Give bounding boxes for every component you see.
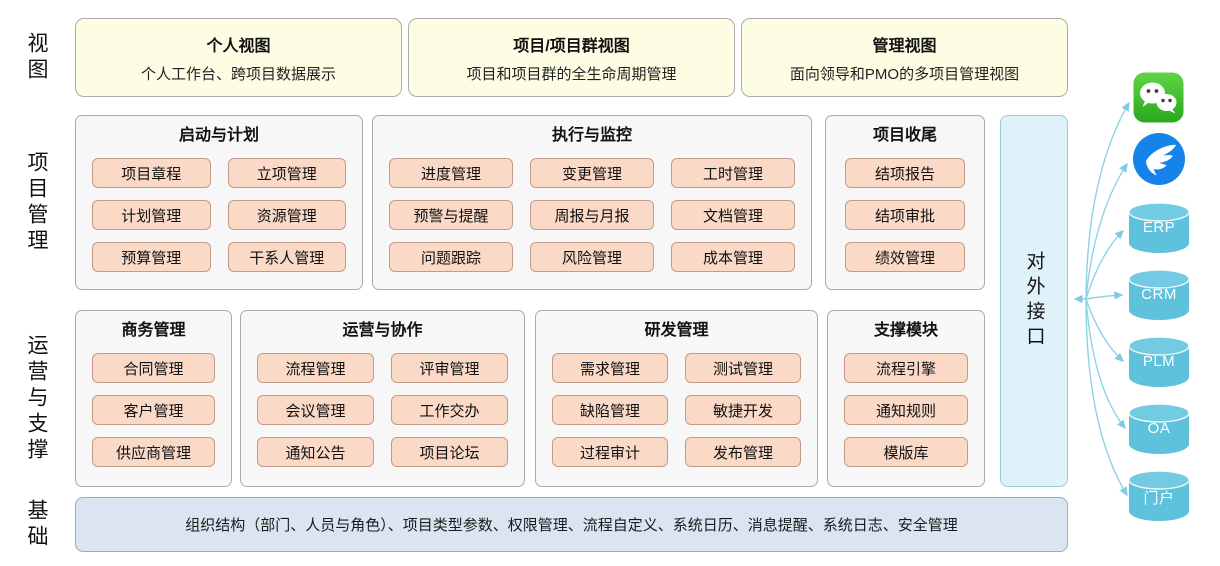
foundation-bar: 组织结构（部门、人员与角色）、项目类型参数、权限管理、流程自定义、系统日历、消息… xyxy=(75,497,1068,552)
module-card: 模版库 xyxy=(844,437,968,467)
module-card: 干系人管理 xyxy=(227,242,346,272)
module-card: 评审管理 xyxy=(391,353,508,383)
section-title: 执行与监控 xyxy=(551,127,632,144)
module-card: 通知公告 xyxy=(257,437,374,467)
module-card: 进度管理 xyxy=(389,158,513,188)
module-card: 发布管理 xyxy=(685,437,801,467)
module-card: 流程引擎 xyxy=(844,353,968,383)
module-card: 缺陷管理 xyxy=(552,395,668,425)
module-card: 变更管理 xyxy=(530,158,654,188)
layer-label-foundation: 基础 xyxy=(12,497,60,552)
external-system-label: CRM xyxy=(1141,286,1177,303)
module-card: 计划管理 xyxy=(92,200,211,230)
external-system-erp: ERP xyxy=(1128,202,1190,254)
external-system-label: OA xyxy=(1147,420,1171,437)
view-box-subtitle: 面向领导和PMO的多项目管理视图 xyxy=(789,65,1020,83)
module-card: 预警与提醒 xyxy=(389,200,513,230)
module-card: 结项报告 xyxy=(845,158,965,188)
section-business: 商务管理 合同管理 客户管理 供应商管理 xyxy=(75,310,232,487)
layer-label-text: 运营与支撑 xyxy=(25,333,48,464)
external-system-label: ERP xyxy=(1142,219,1176,236)
module-card: 风险管理 xyxy=(530,242,654,272)
section-title: 研发管理 xyxy=(644,322,709,339)
section-initiation-planning: 启动与计划 项目章程 立项管理 计划管理 资源管理 预算管理 干系人管理 xyxy=(75,115,363,290)
module-card: 问题跟踪 xyxy=(389,242,513,272)
module-card: 需求管理 xyxy=(552,353,668,383)
external-system-plm: PLM xyxy=(1128,336,1190,388)
module-card: 会议管理 xyxy=(257,395,374,425)
module-card: 项目章程 xyxy=(92,158,211,188)
module-card: 测试管理 xyxy=(685,353,801,383)
view-box-title: 个人视图 xyxy=(206,37,271,55)
database-cylinder-icon xyxy=(1128,403,1190,454)
module-card: 成本管理 xyxy=(671,242,795,272)
module-card: 项目论坛 xyxy=(391,437,508,467)
dingtalk-icon xyxy=(1133,133,1185,185)
section-title: 支撑模块 xyxy=(873,322,938,339)
wechat-icon xyxy=(1133,72,1184,123)
database-cylinder-icon xyxy=(1128,470,1190,521)
layer-label-text: 视图 xyxy=(25,31,48,84)
view-box-project: 项目/项目群视图 项目和项目群的全生命周期管理 xyxy=(408,18,735,97)
module-card: 工作交办 xyxy=(391,395,508,425)
view-box-title: 项目/项目群视图 xyxy=(513,37,630,55)
view-box-management: 管理视图 面向领导和PMO的多项目管理视图 xyxy=(741,18,1068,97)
external-interface-bar: 对外接口 xyxy=(1000,115,1068,487)
section-rd-management: 研发管理 需求管理 测试管理 缺陷管理 敏捷开发 过程审计 发布管理 xyxy=(535,310,818,487)
module-card: 文档管理 xyxy=(671,200,795,230)
layer-label-views: 视图 xyxy=(12,18,60,97)
module-card: 预算管理 xyxy=(92,242,211,272)
external-system-label: 门户 xyxy=(1143,490,1175,507)
database-cylinder-icon xyxy=(1128,202,1190,253)
section-title: 启动与计划 xyxy=(178,127,259,144)
module-card: 绩效管理 xyxy=(845,242,965,272)
external-system-portal: 门户 xyxy=(1128,470,1190,522)
section-title: 项目收尾 xyxy=(872,127,937,144)
section-operations-collaboration: 运营与协作 流程管理 评审管理 会议管理 工作交办 通知公告 项目论坛 xyxy=(240,310,525,487)
database-cylinder-icon xyxy=(1128,336,1190,387)
layer-label-operations-support: 运营与支撑 xyxy=(12,310,60,487)
database-cylinder-icon xyxy=(1128,269,1190,320)
section-supporting-modules: 支撑模块 流程引擎 通知规则 模版库 xyxy=(827,310,985,487)
section-title: 运营与协作 xyxy=(342,322,423,339)
module-card: 客户管理 xyxy=(92,395,215,425)
module-card: 工时管理 xyxy=(671,158,795,188)
module-card: 合同管理 xyxy=(92,353,215,383)
external-system-crm: CRM xyxy=(1128,269,1190,321)
external-system-label: PLM xyxy=(1142,353,1176,370)
module-card: 周报与月报 xyxy=(530,200,654,230)
section-execution-monitoring: 执行与监控 进度管理 变更管理 工时管理 预警与提醒 周报与月报 文档管理 问题… xyxy=(372,115,812,290)
module-card: 过程审计 xyxy=(552,437,668,467)
module-card: 流程管理 xyxy=(257,353,374,383)
section-closure: 项目收尾 结项报告 结项审批 绩效管理 xyxy=(825,115,985,290)
foundation-text: 组织结构（部门、人员与角色）、项目类型参数、权限管理、流程自定义、系统日历、消息… xyxy=(185,517,958,534)
external-system-oa: OA xyxy=(1128,403,1190,455)
external-interface-label: 对外接口 xyxy=(1023,251,1045,351)
module-card: 结项审批 xyxy=(845,200,965,230)
module-card: 资源管理 xyxy=(227,200,346,230)
view-box-title: 管理视图 xyxy=(872,37,937,55)
layer-label-text: 基础 xyxy=(25,498,48,551)
module-card: 立项管理 xyxy=(227,158,346,188)
view-box-subtitle: 个人工作台、跨项目数据展示 xyxy=(140,65,336,83)
layer-label-project-management: 项目管理 xyxy=(12,115,60,290)
layer-label-text: 项目管理 xyxy=(25,150,48,255)
module-card: 敏捷开发 xyxy=(685,395,801,425)
section-title: 商务管理 xyxy=(121,322,186,339)
module-card: 供应商管理 xyxy=(92,437,215,467)
module-card: 通知规则 xyxy=(844,395,968,425)
view-box-subtitle: 项目和项目群的全生命周期管理 xyxy=(466,65,677,83)
view-box-personal: 个人视图 个人工作台、跨项目数据展示 xyxy=(75,18,402,97)
